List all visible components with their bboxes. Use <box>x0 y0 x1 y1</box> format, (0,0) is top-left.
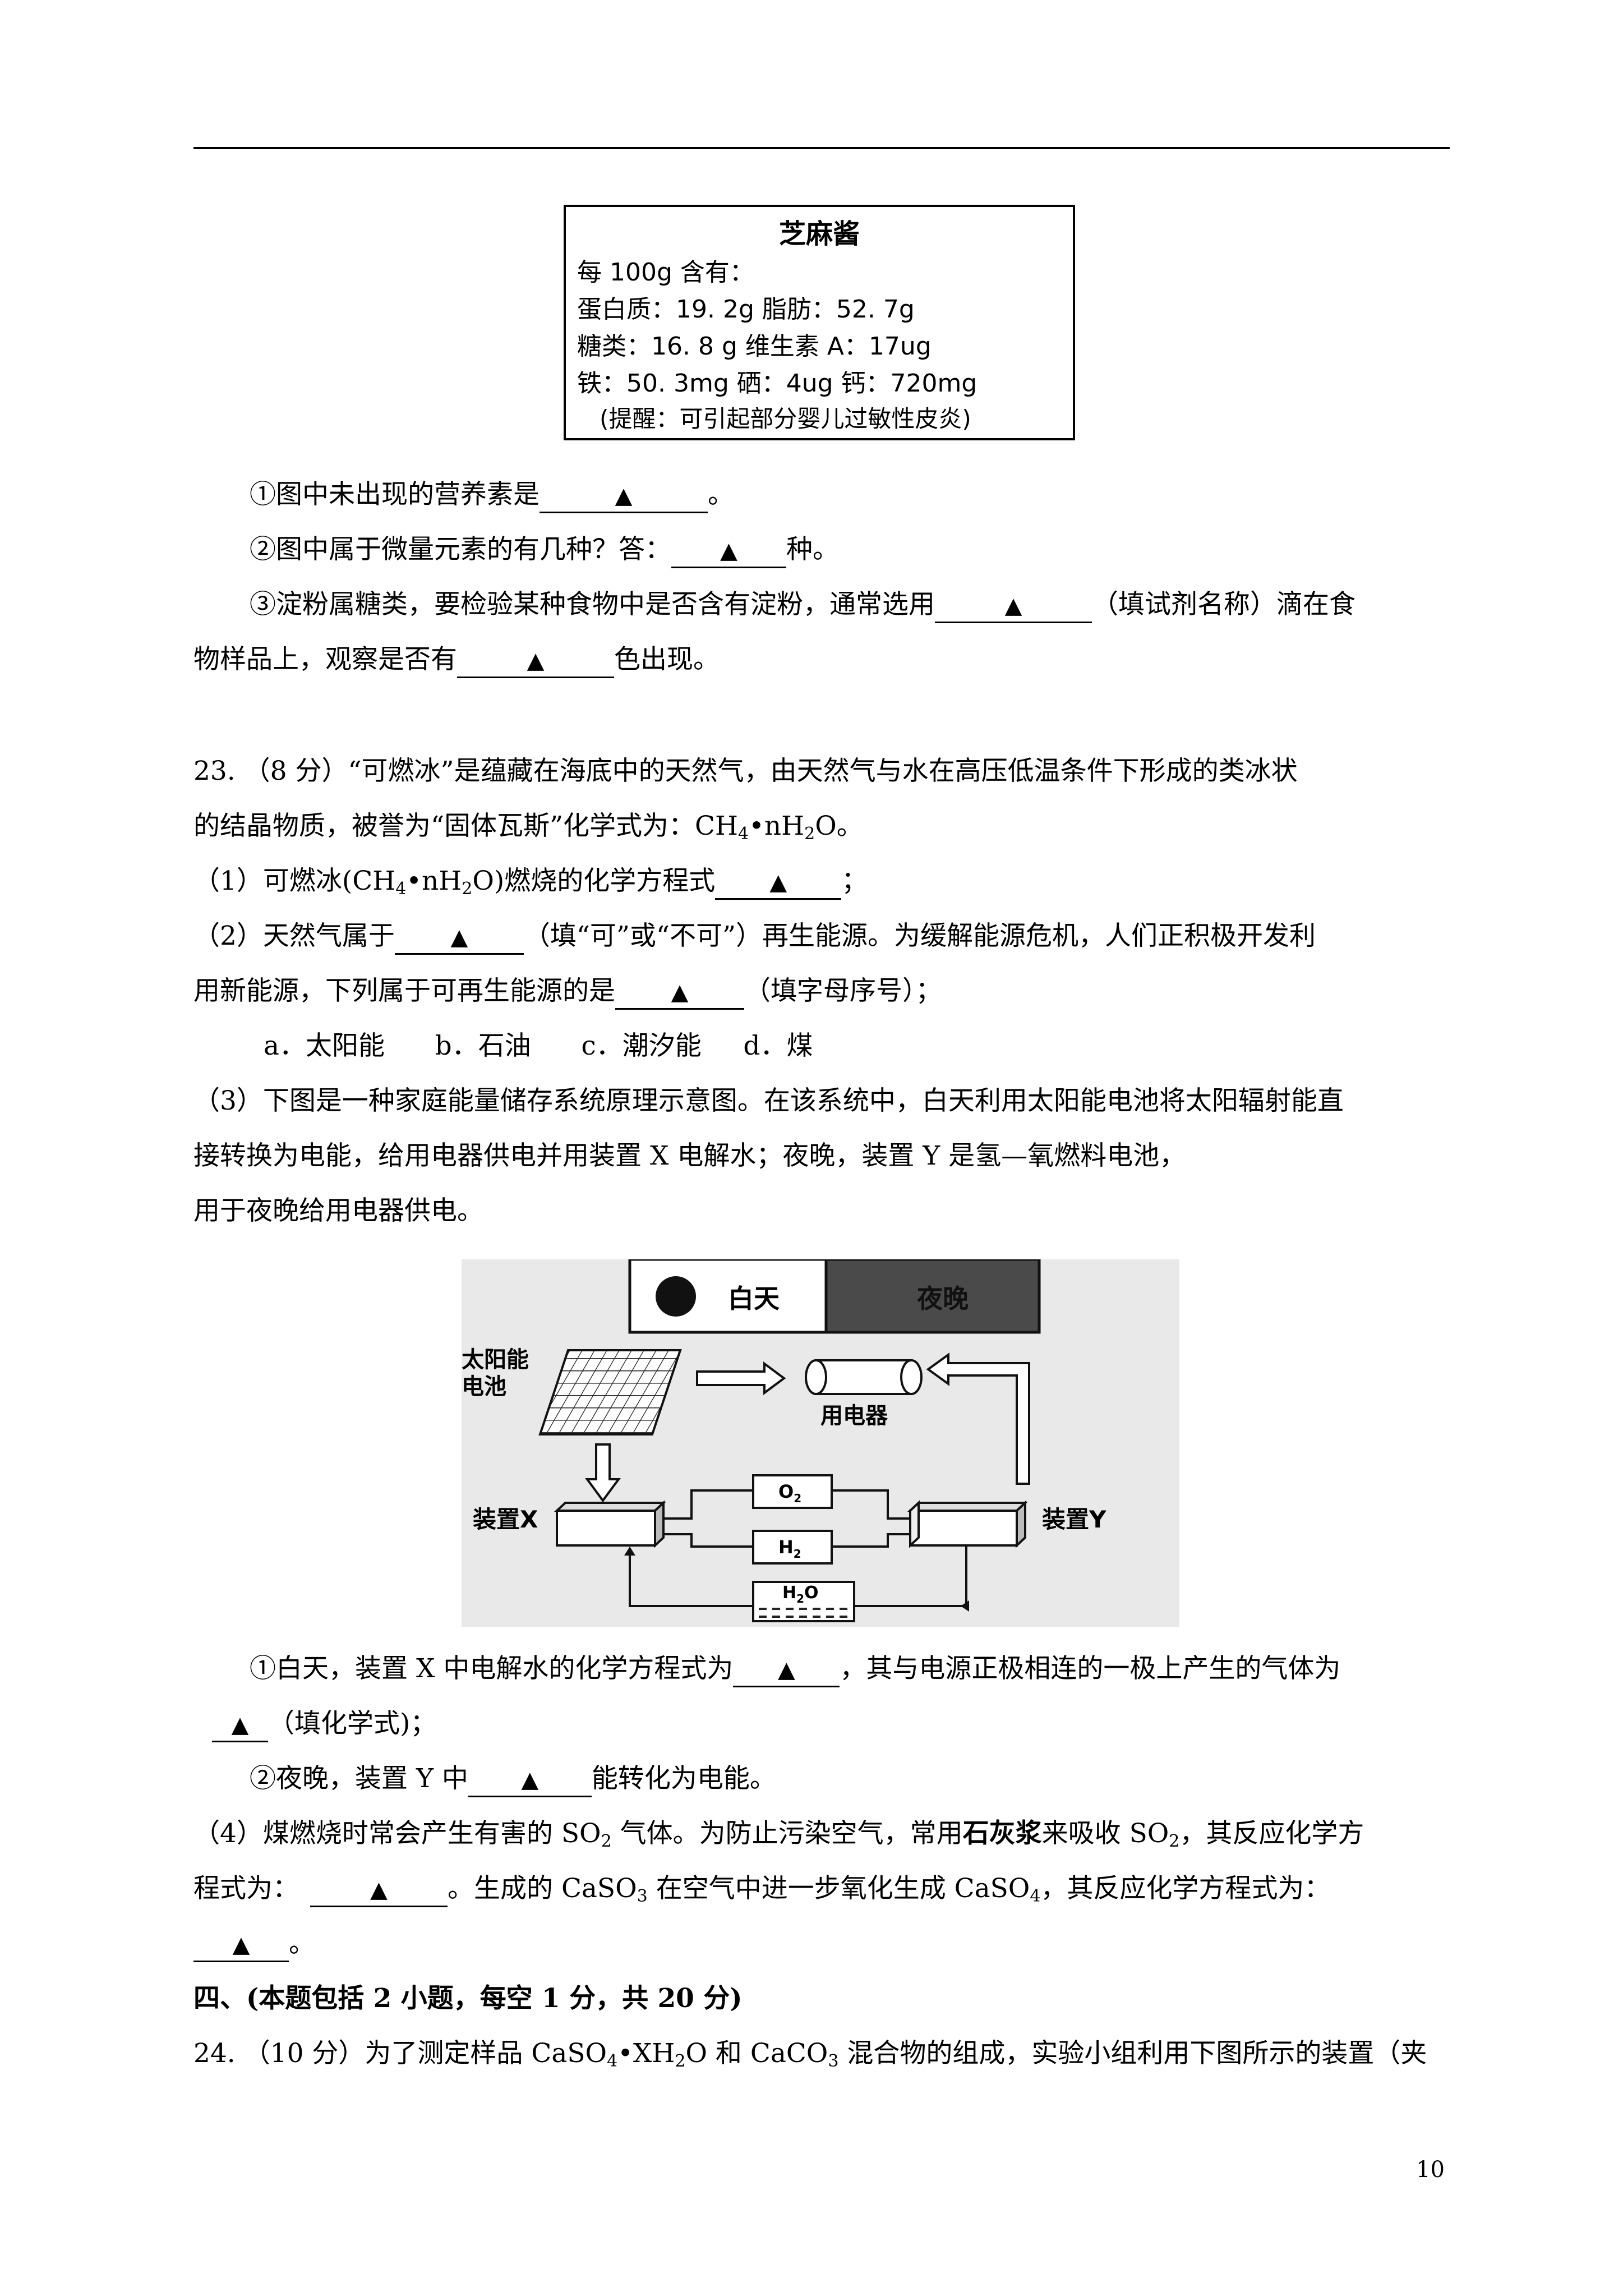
device-y-label: 装置Y <box>1042 1506 1106 1533</box>
q22-1: ①图中未出现的营养素是▲。 <box>250 478 734 513</box>
night-panel <box>824 1259 1041 1334</box>
q23-part1: （1）可燃冰(CH4•nH2O)燃烧的化学方程式▲； <box>193 866 868 900</box>
device-x-box <box>556 1510 656 1547</box>
answer-blank[interactable]: ▲ <box>394 921 524 955</box>
oxygen-tank <box>752 1474 833 1509</box>
answer-blank[interactable]: ▲ <box>615 976 744 1010</box>
device-y-box <box>909 1510 1018 1547</box>
q23-part4-cont2: ▲。 <box>193 1927 315 1962</box>
label-row: 蛋白质：19. 2g 脂肪：52. 7g <box>577 295 915 324</box>
q23-d1-cont: ▲（填化学式)； <box>212 1707 436 1742</box>
q23-options: a．太阳能 b．石油 c．潮汐能 d．煤 <box>264 1030 813 1061</box>
q23-part3: （3）下图是一种家庭能量储存系统原理示意图。在该系统中，白天利用太阳能电池将太阳… <box>193 1085 1344 1116</box>
solar-panel-icon <box>538 1349 682 1435</box>
appliance-label: 用电器 <box>820 1403 888 1429</box>
header-rule <box>193 147 1450 149</box>
sun-icon <box>656 1276 696 1317</box>
device-x-label: 装置X <box>473 1506 538 1533</box>
arrow-icon <box>926 1352 1030 1485</box>
label-row: (提醒：可引起部分婴儿过敏性皮炎) <box>600 405 971 432</box>
answer-blank[interactable]: ▲ <box>193 1928 289 1962</box>
answer-blank[interactable]: ▲ <box>457 644 614 678</box>
q23-d2: ②夜晚，装置 Y 中▲能转化为电能。 <box>250 1762 776 1797</box>
solar-label-1: 太阳能 <box>462 1347 529 1373</box>
answer-blank[interactable]: ▲ <box>715 866 842 900</box>
water-label: H2O <box>782 1583 819 1605</box>
hydrogen-tank <box>752 1530 833 1565</box>
appliance-icon <box>815 1359 912 1395</box>
night-label: 夜晚 <box>916 1283 969 1314</box>
answer-blank[interactable]: ▲ <box>540 479 708 513</box>
label-row: 糖类：16. 8 g 维生素 A：17ug <box>577 332 932 361</box>
q22-3-cont: 物样品上，观察是否有▲色出现。 <box>193 643 720 678</box>
solar-label-2: 电池 <box>462 1374 506 1400</box>
label-row: 每 100g 含有： <box>577 258 754 287</box>
q23-d1: ①白天，装置 X 中电解水的化学方程式为▲，其与电源正极相连的一极上产生的气体为 <box>250 1652 1340 1687</box>
q23-intro-cont: 的结晶物质，被誉为“固体瓦斯”化学式为：CH4•nH2O。 <box>193 811 863 844</box>
q23-part2: （2）天然气属于▲（填“可”或“不可”）再生能源。为缓解能源危机，人们正积极开发… <box>193 919 1316 955</box>
section-heading: 四、(本题包括 2 小题，每空 1 分，共 20 分) <box>193 1983 743 2014</box>
label-title: 芝麻酱 <box>778 218 860 250</box>
hydrogen-label: H2 <box>778 1536 801 1561</box>
answer-blank[interactable]: ▲ <box>671 534 786 568</box>
q24-intro: 24. （10 分）为了测定样品 CaSO4•XH2O 和 CaCO3 混合物的… <box>193 2038 1427 2071</box>
nutrition-label: 芝麻酱 每 100g 含有： 蛋白质：19. 2g 脂肪：52. 7g 糖类：1… <box>564 205 1075 440</box>
day-label: 白天 <box>728 1283 780 1314</box>
q22-2: ②图中属于微量元素的有几种？答：▲种。 <box>250 533 839 568</box>
answer-blank[interactable]: ▲ <box>310 1873 448 1907</box>
oxygen-label: O2 <box>778 1481 801 1505</box>
q23-part4-cont: 程式为：▲。生成的 CaSO3 在空气中进一步氧化生成 CaSO4，其反应化学方… <box>193 1873 1331 1907</box>
arrow-icon <box>585 1443 621 1503</box>
answer-blank[interactable]: ▲ <box>212 1708 268 1742</box>
label-row: 铁：50. 3mg 硒：4ug 钙：720mg <box>577 369 978 398</box>
answer-blank[interactable]: ▲ <box>733 1653 840 1687</box>
answer-blank[interactable]: ▲ <box>935 589 1092 623</box>
q23-part3-cont2: 用于夜晚给用电器供电。 <box>193 1195 483 1226</box>
page-number: 10 <box>1416 2157 1445 2183</box>
energy-storage-diagram: 白天 夜晚 太阳能 电池 用电器 装置X 装置Y O2 H2 H2O <box>462 1259 1179 1627</box>
q22-3: ③淀粉属糖类，要检验某种食物中是否含有淀粉，通常选用▲（填试剂名称）滴在食 <box>250 588 1355 623</box>
q23-part3-cont: 接转换为电能，给用电器供电并用装置 X 电解水；夜晚，装置 Y 是氢—氧燃料电池… <box>193 1140 1186 1171</box>
q23-intro: 23. （8 分）“可燃冰”是蕴藏在海底中的天然气，由天然气与水在高压低温条件下… <box>193 756 1298 786</box>
arrow-icon <box>696 1361 786 1395</box>
q23-part4: （4）煤燃烧时常会产生有害的 SO2 气体。为防止污染空气，常用石灰浆来吸收 S… <box>193 1818 1364 1851</box>
q23-part2-cont: 用新能源，下列属于可再生能源的是▲（填字母序号）； <box>193 974 942 1010</box>
answer-blank[interactable]: ▲ <box>468 1763 592 1797</box>
